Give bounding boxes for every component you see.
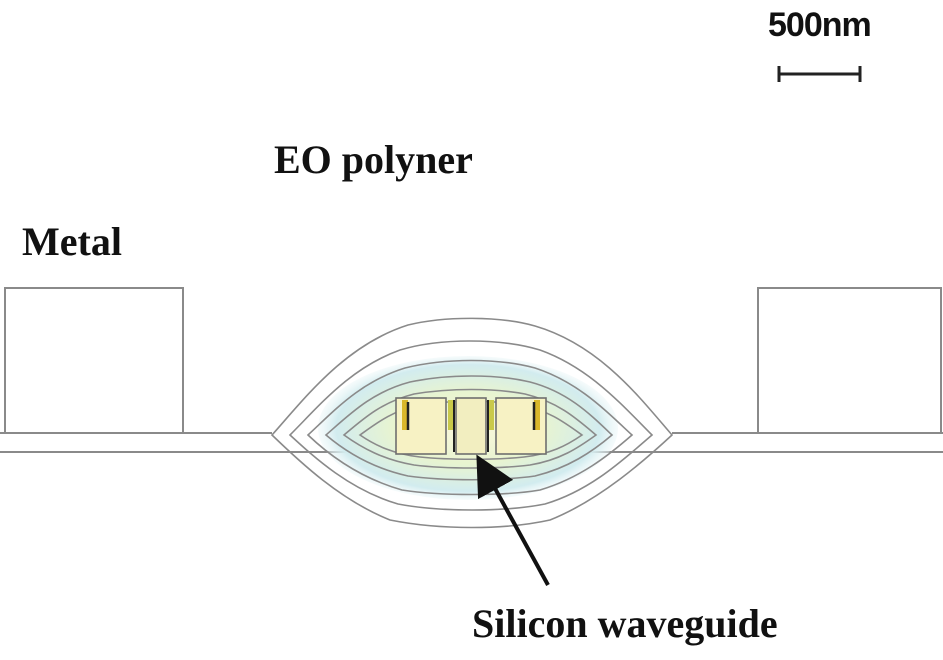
scale-bar	[777, 66, 862, 82]
waveguide-segment-center	[455, 397, 487, 455]
hotspot-4	[534, 400, 540, 430]
contour-5	[342, 388, 598, 469]
contour-outer	[270, 317, 674, 529]
contour-3	[306, 359, 634, 496]
silicon-waveguide-label: Silicon waveguide	[472, 601, 778, 646]
hotspot-2	[448, 400, 454, 430]
waveguide-pointer-arrow	[476, 454, 550, 586]
silicon-waveguide-segments	[395, 397, 547, 455]
hotspot-3	[488, 400, 494, 430]
optical-mode-field	[270, 317, 674, 529]
scale-bar-label: 500nm	[768, 6, 872, 44]
hotspot-1	[402, 400, 408, 430]
metal-electrode-left	[4, 287, 184, 434]
contour-2	[288, 340, 654, 511]
metal-electrode-right	[757, 287, 942, 434]
contour-4	[324, 375, 614, 481]
field-hotspots	[402, 400, 540, 452]
metal-label: Metal	[22, 219, 122, 264]
eo-polymer-label: EO polyner	[274, 137, 473, 182]
